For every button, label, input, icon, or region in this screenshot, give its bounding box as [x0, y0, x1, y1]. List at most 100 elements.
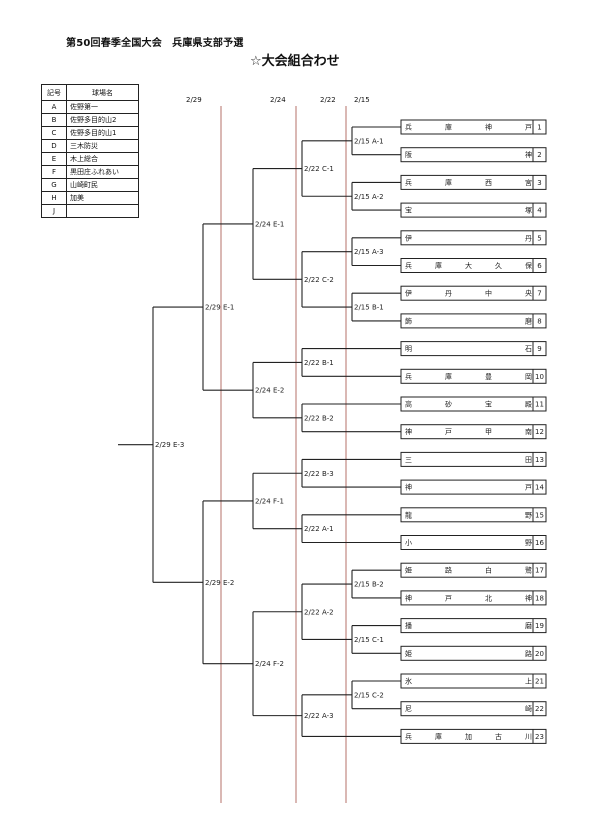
round-date-header: 2/29: [186, 96, 202, 104]
team-name-char: 路: [525, 649, 532, 658]
team-name-char: 神: [525, 150, 532, 159]
match-node: 2/22 B-2: [301, 403, 401, 433]
team-name-char: 古: [495, 732, 502, 741]
team-name-char: 南: [525, 427, 532, 436]
team-name-char: 神: [485, 123, 492, 132]
bracket-heading: ☆大会組合わせ: [250, 54, 340, 69]
team-seed-number: 14: [535, 484, 544, 492]
team-name-char: 保: [525, 261, 532, 270]
match-node: 2/22 B-3: [301, 458, 401, 488]
match-label: 2/15 A-2: [354, 193, 384, 201]
match-node: 2/24 F-2: [252, 611, 302, 717]
match-label: 2/15 A-1: [354, 137, 384, 145]
team-name-char: 庫: [435, 261, 442, 270]
match-label: 2/29 E-3: [155, 441, 184, 449]
team-seed-number: 6: [537, 262, 542, 270]
round-date-header: 2/24: [270, 96, 286, 104]
match-label: 2/24 F-2: [255, 660, 284, 668]
team-name-char: 神: [405, 483, 412, 492]
match-label: 2/22 B-3: [304, 470, 334, 478]
team-name-char: 川: [525, 733, 532, 741]
team-seed-number: 1: [537, 124, 541, 132]
team-name-char: 塚: [525, 206, 532, 215]
match-node: 2/15 A-3: [351, 237, 401, 267]
team-seed-number: 10: [535, 373, 544, 381]
match-node: 2/22 A-1: [301, 514, 401, 544]
match-label: 2/15 B-2: [354, 581, 384, 589]
team-name-char: 丹: [525, 234, 532, 242]
match-node: 2/24 E-1: [252, 168, 302, 280]
match-label: 2/22 A-3: [304, 712, 334, 720]
team-seed-number: 12: [535, 428, 544, 436]
team-seed-number: 15: [535, 511, 544, 519]
team-name-char: 龍: [405, 510, 412, 519]
team-name-char: 兵: [405, 178, 412, 187]
team-seed-number: 17: [535, 567, 544, 575]
team-name-char: 大: [465, 261, 472, 270]
team-name-char: 崎: [525, 704, 532, 713]
match-node: 2/24 F-1: [252, 472, 302, 530]
match-label: 2/22 C-1: [304, 165, 334, 173]
match-label: 2/29 E-2: [205, 579, 234, 587]
team-name-char: 宝: [485, 400, 492, 409]
match-node: 2/15 B-1: [351, 292, 401, 322]
match-label: 2/24 F-1: [255, 497, 284, 505]
match-node: 2/29 E-2: [202, 500, 253, 665]
team-seed-number: 2: [537, 151, 541, 159]
team-name-char: 庫: [445, 372, 452, 381]
team-seed-number: 13: [535, 456, 544, 464]
team-name-char: 野: [525, 511, 532, 519]
team-name-char: 庫: [445, 123, 452, 132]
team-seed-number: 8: [537, 317, 541, 325]
team-seed-number: 19: [535, 622, 544, 630]
team-name-char: 兵: [405, 123, 412, 132]
team-name-char: 兵: [405, 372, 412, 381]
team-name-char: 戸: [445, 428, 452, 436]
team-seed-number: 21: [535, 678, 544, 686]
team-name-char: 神: [405, 593, 412, 602]
team-name-char: 殿: [525, 401, 532, 409]
team-name-char: 豊: [485, 372, 492, 381]
match-node: 2/24 E-2: [252, 361, 302, 419]
match-label: 2/22 A-2: [304, 608, 334, 616]
match-node: 2/22 B-1: [301, 348, 401, 377]
match-node: 2/15 C-1: [351, 625, 401, 654]
match-node: 2/29 E-3: [118, 306, 203, 583]
team-name-char: 庫: [435, 732, 442, 741]
match-label: 2/15 C-1: [354, 636, 384, 644]
match-node: 2/29 E-1: [202, 223, 253, 391]
team-name-char: 戸: [445, 594, 452, 602]
team-name-char: 飾: [405, 316, 412, 325]
match-node: 2/22 A-2: [301, 583, 352, 641]
team-name-char: 播: [405, 621, 412, 630]
team-seed-number: 16: [535, 539, 544, 547]
team-name-char: 甲: [485, 428, 492, 436]
team-seed-number: 3: [537, 179, 541, 187]
team-name-char: 磨: [525, 316, 532, 325]
match-label: 2/22 B-2: [304, 414, 334, 422]
team-name-char: 兵: [405, 732, 412, 741]
match-label: 2/15 A-3: [354, 248, 384, 256]
team-name-char: 氷: [405, 677, 412, 686]
team-name-char: 北: [485, 594, 492, 602]
round-date-header: 2/22: [320, 96, 336, 104]
match-node: 2/15 C-2: [351, 680, 401, 710]
team-name-char: 路: [445, 566, 452, 575]
round-date-header: 2/15: [354, 96, 370, 104]
team-name-char: 姫: [405, 649, 412, 658]
match-node: 2/15 B-2: [351, 569, 401, 599]
